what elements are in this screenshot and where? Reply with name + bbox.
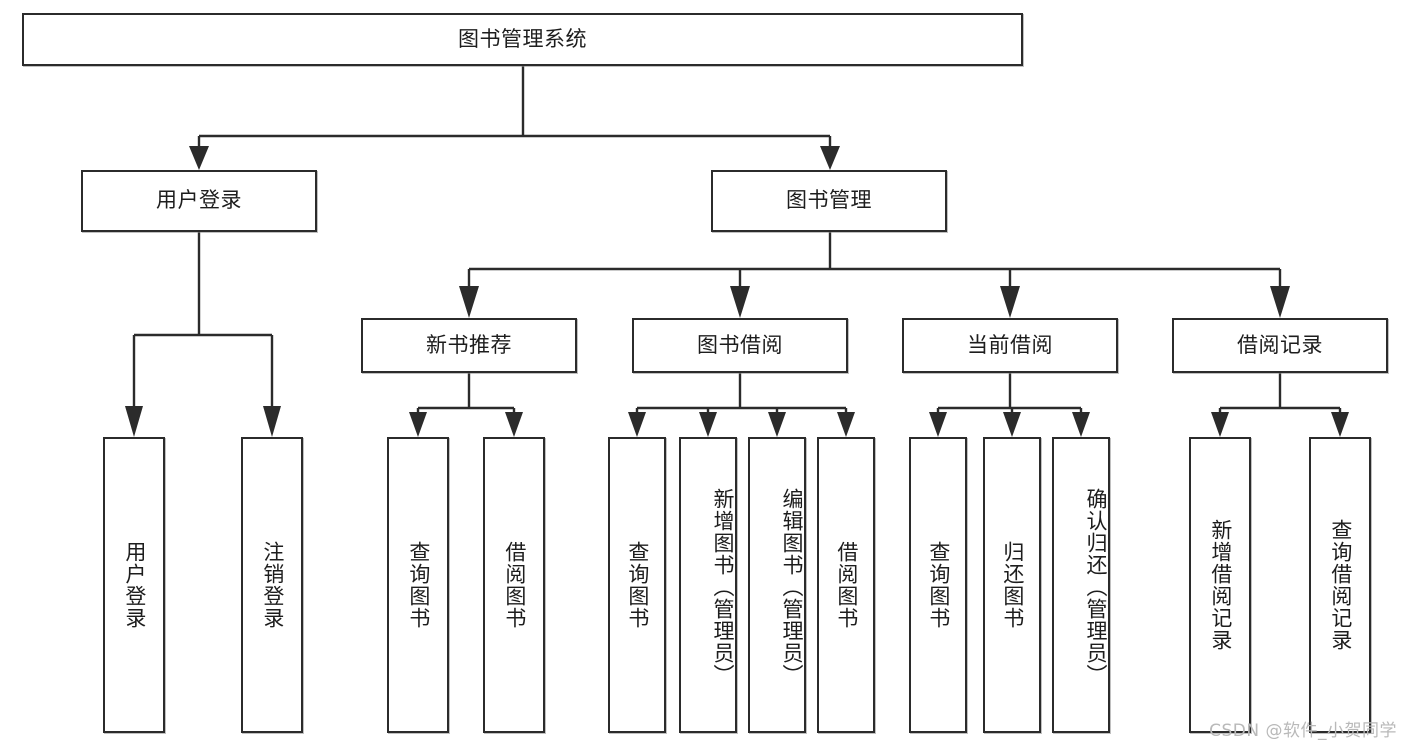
arrowhead-leaf-query-book-2 xyxy=(628,412,646,437)
node-leaf-confirm-return[interactable]: 确认归还（管理员） xyxy=(1052,437,1110,733)
node-leaf-query-record[interactable]: 查询借阅记录 xyxy=(1309,437,1371,733)
arrowhead-leaf-add-record xyxy=(1211,412,1229,437)
node-leaf-query-book-1[interactable]: 查询图书 xyxy=(387,437,449,733)
node-leaf-query-book-3[interactable]: 查询图书 xyxy=(909,437,967,733)
arrowhead-current-borrow xyxy=(1000,286,1020,318)
node-book-borrow-label: 图书借阅 xyxy=(697,332,783,357)
node-leaf-return-book[interactable]: 归还图书 xyxy=(983,437,1041,733)
node-leaf-user-logout[interactable]: 注销登录 xyxy=(241,437,303,733)
node-leaf-borrow-book-2-label: 借阅图书 xyxy=(834,541,859,629)
node-leaf-borrow-book-2[interactable]: 借阅图书 xyxy=(817,437,875,733)
node-root[interactable]: 图书管理系统 xyxy=(22,13,1023,66)
node-leaf-add-book[interactable]: 新增图书（管理员） xyxy=(679,437,737,733)
arrowhead-user-login xyxy=(189,146,209,170)
node-user-login[interactable]: 用户登录 xyxy=(81,170,317,232)
node-leaf-query-book-2-label: 查询图书 xyxy=(625,541,650,629)
arrowhead-book-manage xyxy=(820,146,840,170)
arrowhead-leaf-user-logout xyxy=(263,406,281,437)
node-leaf-add-record[interactable]: 新增借阅记录 xyxy=(1189,437,1251,733)
arrowhead-leaf-borrow-book-1 xyxy=(505,412,523,437)
node-user-login-label: 用户登录 xyxy=(156,188,242,213)
arrowhead-leaf-user-login xyxy=(125,406,143,437)
node-leaf-edit-book[interactable]: 编辑图书（管理员） xyxy=(748,437,806,733)
arrowhead-borrow-record xyxy=(1270,286,1290,318)
node-leaf-return-book-label: 归还图书 xyxy=(1000,541,1025,629)
watermark-text: CSDN @软件_小贺同学 xyxy=(1209,721,1397,741)
node-book-borrow[interactable]: 图书借阅 xyxy=(632,318,848,373)
arrowhead-new-book-rec xyxy=(459,286,479,318)
node-root-label: 图书管理系统 xyxy=(458,26,587,51)
node-new-book-rec-label: 新书推荐 xyxy=(426,332,512,357)
arrowhead-leaf-return-book xyxy=(1003,412,1021,437)
node-current-borrow-label: 当前借阅 xyxy=(967,332,1053,357)
arrowhead-leaf-confirm-return xyxy=(1072,412,1090,437)
arrowhead-leaf-edit-book xyxy=(768,412,786,437)
node-leaf-edit-book-label: 编辑图书（管理员） xyxy=(780,488,804,686)
node-borrow-record[interactable]: 借阅记录 xyxy=(1172,318,1388,373)
node-leaf-borrow-book-1-label: 借阅图书 xyxy=(502,541,527,629)
node-leaf-query-book-1-label: 查询图书 xyxy=(406,541,431,629)
node-leaf-confirm-return-label: 确认归还（管理员） xyxy=(1084,488,1108,686)
arrowhead-leaf-query-book-3 xyxy=(929,412,947,437)
arrowhead-leaf-add-book xyxy=(699,412,717,437)
node-borrow-record-label: 借阅记录 xyxy=(1237,332,1323,357)
node-leaf-query-record-label: 查询借阅记录 xyxy=(1328,519,1353,651)
node-leaf-add-book-label: 新增图书（管理员） xyxy=(711,488,735,686)
node-book-manage-label: 图书管理 xyxy=(786,188,872,213)
arrowhead-book-borrow xyxy=(730,286,750,318)
node-leaf-query-book-3-label: 查询图书 xyxy=(926,541,951,629)
node-leaf-user-logout-label: 注销登录 xyxy=(260,541,285,629)
node-leaf-query-book-2[interactable]: 查询图书 xyxy=(608,437,666,733)
arrowhead-leaf-query-book-1 xyxy=(409,412,427,437)
node-book-manage[interactable]: 图书管理 xyxy=(711,170,947,232)
node-current-borrow[interactable]: 当前借阅 xyxy=(902,318,1118,373)
arrowhead-leaf-query-record xyxy=(1331,412,1349,437)
node-new-book-rec[interactable]: 新书推荐 xyxy=(361,318,577,373)
node-leaf-user-login[interactable]: 用户登录 xyxy=(103,437,165,733)
node-leaf-borrow-book-1[interactable]: 借阅图书 xyxy=(483,437,545,733)
node-leaf-add-record-label: 新增借阅记录 xyxy=(1208,519,1233,651)
node-leaf-user-login-label: 用户登录 xyxy=(122,541,147,629)
arrowhead-leaf-borrow-book-2 xyxy=(837,412,855,437)
